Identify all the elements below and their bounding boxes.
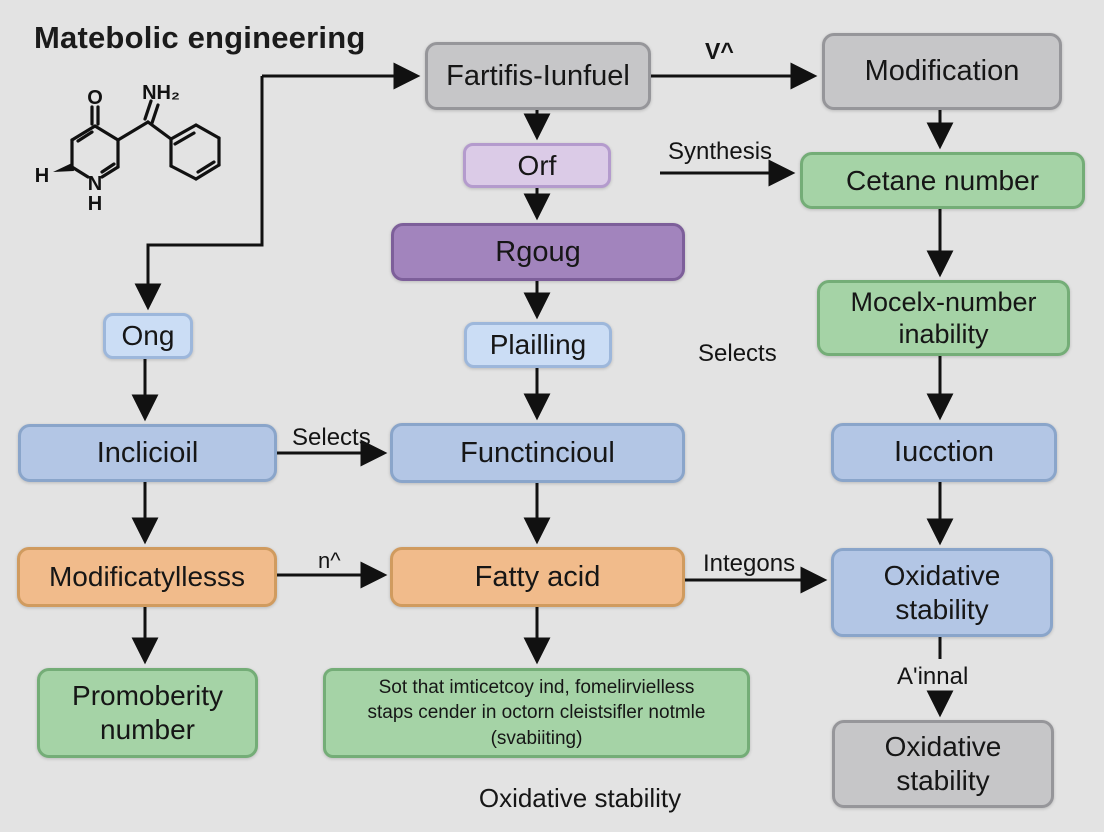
node-functincioul: Functincioul bbox=[390, 423, 685, 483]
node-plailling: Plailling bbox=[464, 322, 612, 368]
edge-label-selects-floating: Selects bbox=[698, 340, 777, 367]
node-promoberity-number: Promoberity number bbox=[37, 668, 258, 758]
node-line: inability bbox=[898, 319, 989, 349]
node-line: number bbox=[100, 714, 195, 745]
node-fatty-acid: Fatty acid bbox=[390, 547, 685, 607]
node-line: (svabiiting) bbox=[490, 727, 583, 749]
node-oxidative-stability-gray: Oxidative stability bbox=[832, 720, 1054, 808]
edge-label-synthesis: Synthesis bbox=[668, 138, 773, 165]
atom-label-h-bottom: H bbox=[88, 193, 102, 215]
edge-label-selects: Selects bbox=[292, 424, 371, 451]
atom-label-h-left: H bbox=[35, 165, 49, 187]
chemical-structure: O NH₂ H N H bbox=[35, 84, 221, 215]
node-iucction: Iucction bbox=[831, 423, 1057, 482]
node-rgoug: Rgoug bbox=[391, 223, 685, 281]
node-inclicioil: Inclicioil bbox=[18, 424, 277, 482]
node-modification: Modification bbox=[822, 33, 1062, 110]
edge-label-v-caret: V^ bbox=[705, 38, 734, 64]
node-line: Oxidative bbox=[884, 731, 1002, 763]
node-line: stability bbox=[895, 593, 989, 625]
node-green-note: Sot that imticetcoy ind, fomelirvielless… bbox=[323, 668, 750, 758]
node-line: Sot that imticetcoy ind, fomelirvielless bbox=[378, 676, 695, 698]
node-modificatyllesss: Modificatyllesss bbox=[17, 547, 277, 607]
node-orf: Orf bbox=[463, 143, 611, 188]
node-line: Oxidative bbox=[883, 559, 1001, 591]
node-line: staps cender in octorn cleistsifler notm… bbox=[367, 702, 706, 724]
atom-label-o: O bbox=[87, 87, 103, 109]
molecule-bonds bbox=[70, 99, 221, 181]
atom-label-n: N bbox=[88, 173, 102, 195]
atom-label-nh2: NH₂ bbox=[142, 84, 180, 104]
wedge-bond bbox=[53, 163, 74, 172]
edge-label-integons: Integons bbox=[703, 550, 796, 577]
node-cetane-number: Cetane number bbox=[800, 152, 1085, 209]
page-title: Matebolic engineering bbox=[34, 20, 366, 55]
edge-label-n-caret: n^ bbox=[318, 548, 341, 573]
node-line: Mocelx-number bbox=[850, 286, 1037, 317]
node-oxidative-stability-blue: Oxidative stability bbox=[831, 548, 1053, 637]
node-line: Promoberity bbox=[72, 680, 223, 712]
node-fartifis-iunfuel: Fartifis-Iunfuel bbox=[425, 42, 651, 110]
edge-label-ainnal: A'innal bbox=[897, 663, 969, 690]
bottom-caption: Oxidative stability bbox=[478, 783, 682, 813]
node-mocelx-number-inability: Mocelx-number inability bbox=[817, 280, 1070, 356]
node-ong: Ong bbox=[103, 313, 193, 359]
node-line: stability bbox=[896, 765, 990, 796]
